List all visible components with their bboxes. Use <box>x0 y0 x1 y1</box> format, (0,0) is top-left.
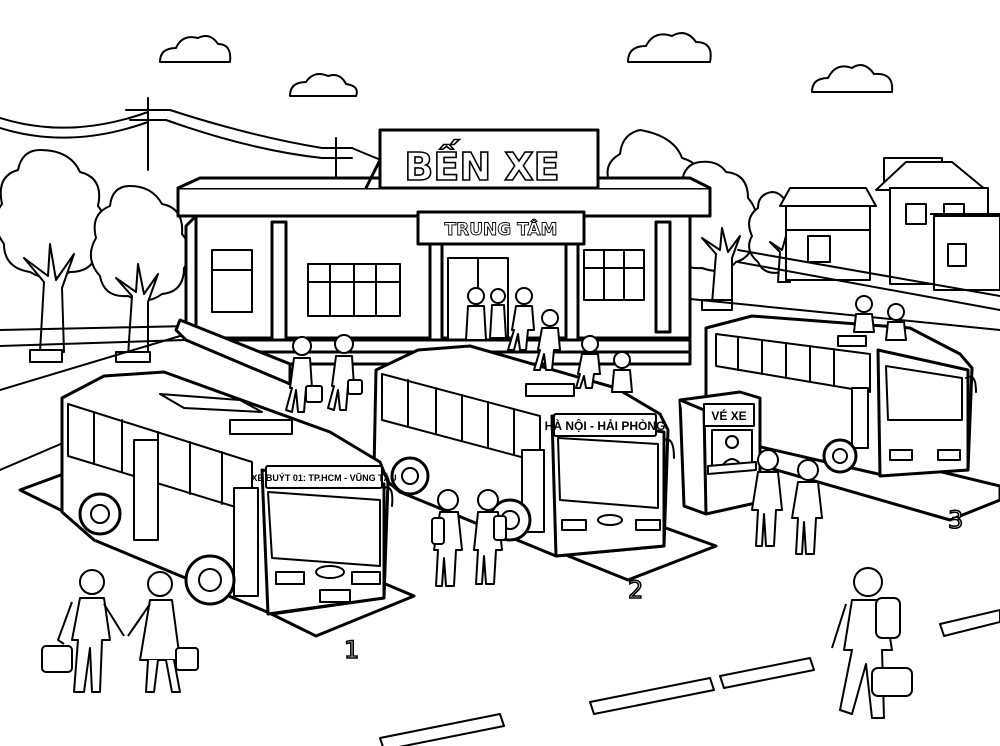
person-terminal-4 <box>533 309 561 371</box>
person-door-1 <box>465 287 487 341</box>
bus-1-route-sign: XE BUÝT 01: TP.HCM - VŨNG TÀU <box>251 472 396 483</box>
houses <box>779 157 1000 291</box>
bay-number-3: 3 <box>948 506 963 534</box>
ticket-kiosk: VÉ XE <box>678 390 762 516</box>
window-right <box>583 249 645 301</box>
clouds <box>159 32 894 97</box>
person-terminal-3 <box>507 287 535 351</box>
power-lines <box>0 97 393 193</box>
person-walking-bottom-right <box>831 567 913 719</box>
roof-sign: BẾN XE <box>364 128 600 190</box>
person-door-2 <box>489 288 507 339</box>
kiosk-sign-text: VÉ XE <box>711 408 746 423</box>
bus-2-route-sign: HÀ NỘI - HẢI PHÒNG <box>545 418 666 433</box>
tree-left-2 <box>89 185 191 363</box>
person-terminal-1 <box>285 336 323 413</box>
window-far-left <box>211 249 253 313</box>
person-at-kiosk-1 <box>751 449 783 547</box>
person-man-bottom-left <box>41 569 125 693</box>
person-at-kiosk-2 <box>791 459 823 555</box>
person-boy-backpack <box>473 489 507 585</box>
entrance-sign-text: TRUNG TÂM <box>445 218 558 240</box>
person-bus-3-2 <box>885 303 907 341</box>
terminal-building: BẾN XE TRUNG TÂM <box>174 128 712 386</box>
person-bus-3-1 <box>853 295 875 333</box>
person-girl-backpack <box>431 489 463 587</box>
people <box>41 287 913 719</box>
bay-number-2: 2 <box>628 576 643 604</box>
entrance-sign: TRUNG TÂM <box>416 210 586 246</box>
bus-1: XE BUÝT 01: TP.HCM - VŨNG TÀU <box>60 370 397 616</box>
roof-sign-text: BẾN XE <box>404 140 559 189</box>
window-left <box>307 263 401 317</box>
person-terminal-6 <box>611 351 633 393</box>
bay-number-1: 1 <box>344 636 359 664</box>
person-terminal-2 <box>327 334 363 411</box>
person-woman-bottom-left <box>127 571 199 693</box>
parking-lot <box>0 295 1000 746</box>
tree-left <box>0 149 107 363</box>
perimeter-wall <box>0 249 1000 347</box>
person-terminal-5 <box>575 335 601 389</box>
